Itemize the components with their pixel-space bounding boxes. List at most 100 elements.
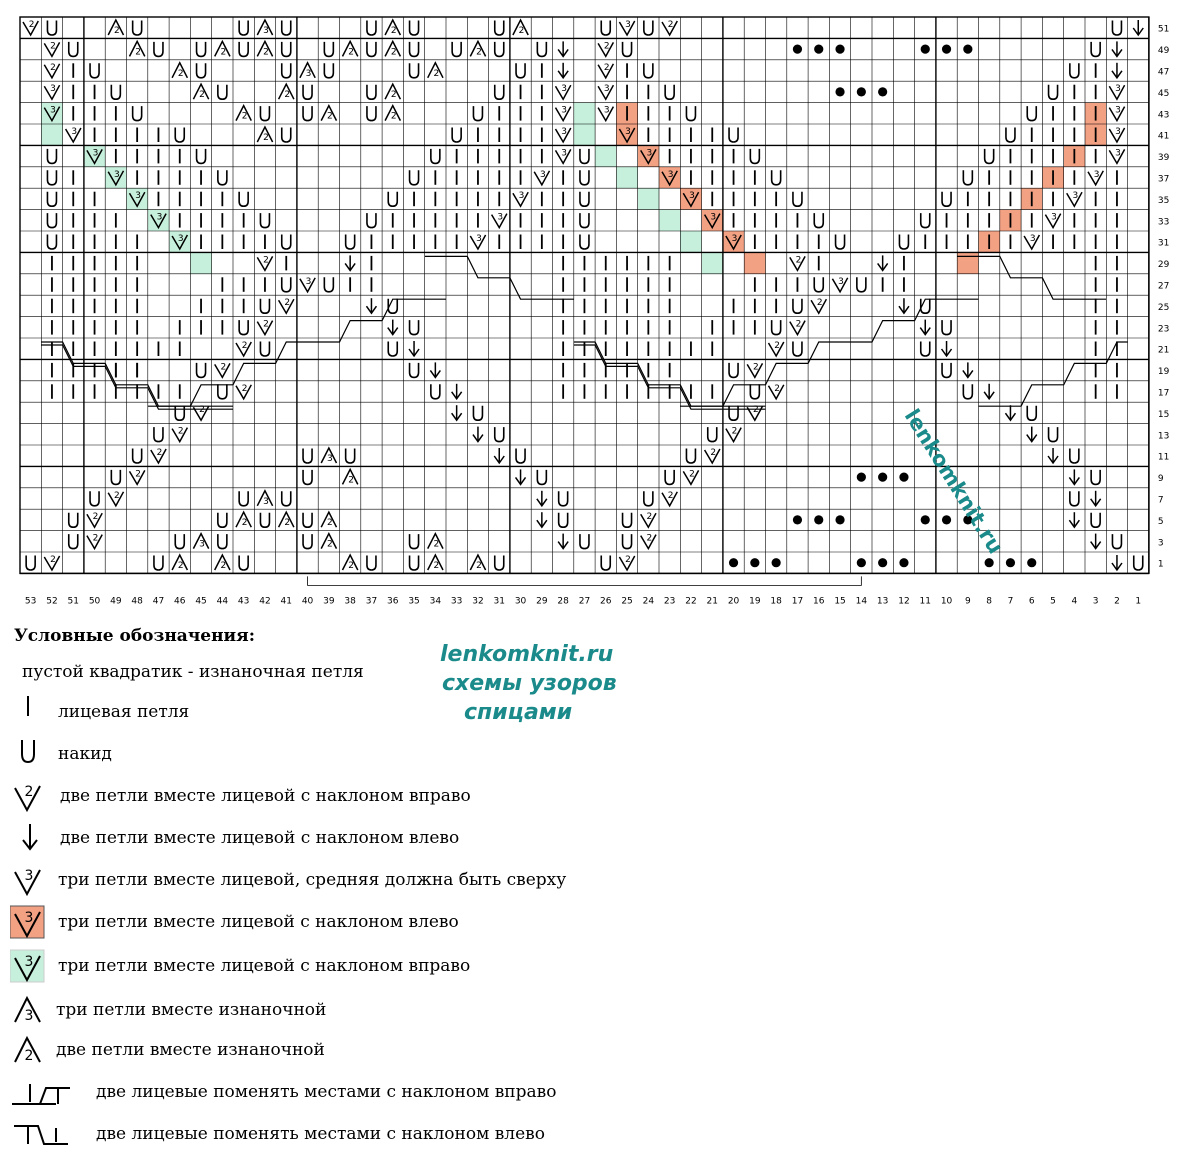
col-label: 48: [131, 596, 143, 606]
p2-symbol: 2: [171, 61, 189, 79]
col-label: 6: [1029, 596, 1035, 606]
legend-item: пустой квадратик - изнаночная петля: [0, 662, 700, 702]
yo-symbol: [472, 405, 484, 422]
p2-symbol: 2: [427, 531, 444, 550]
yo-symbol: [366, 20, 377, 36]
yo-symbol: [643, 491, 654, 507]
col-label: 31: [494, 596, 505, 606]
col-label: 49: [110, 596, 122, 606]
yo-symbol: [643, 20, 654, 36]
yo-symbol: [962, 170, 974, 186]
svg-text:3: 3: [263, 497, 269, 507]
k3-symbol: 3: [618, 127, 636, 144]
arrow-symbol: [1111, 41, 1123, 58]
col-label: 12: [898, 596, 909, 606]
arrow-symbol: [451, 405, 463, 422]
k3-symbol: 3: [1108, 127, 1126, 144]
legend-item: 3 три петли вместе лицевой с наклоном вле…: [0, 905, 700, 952]
legend-item: лицевая петля: [0, 696, 700, 742]
svg-text:2: 2: [242, 384, 248, 394]
col-label: 9: [965, 596, 971, 606]
svg-text:3: 3: [476, 234, 482, 244]
svg-text:3: 3: [710, 213, 716, 223]
bob-symbol: [856, 558, 866, 568]
yo-symbol: [280, 63, 292, 79]
arrow-symbol: [940, 341, 953, 358]
k2r-symbol: 2: [640, 534, 657, 551]
yo-symbol: [536, 41, 548, 58]
legend-item-text: две лицевые поменять местами с наклоном …: [96, 1082, 557, 1102]
svg-text:2: 2: [796, 320, 802, 330]
k2r-symbol: 2: [192, 405, 210, 422]
p3-symbol: 3: [256, 489, 274, 507]
row-label: 21: [1158, 346, 1169, 356]
k2r-symbol: 2: [810, 298, 828, 315]
yo-symbol: [983, 148, 995, 165]
k2r-symbol: 2: [235, 341, 252, 358]
yo-symbol: [685, 106, 697, 122]
col-label: 38: [344, 596, 356, 606]
yo-symbol: [664, 469, 675, 486]
col-label: 36: [387, 596, 399, 606]
svg-text:2: 2: [604, 41, 610, 51]
svg-text:2: 2: [199, 405, 205, 415]
yo-symbol: [408, 534, 420, 550]
col-label: 18: [770, 596, 782, 606]
svg-text:2: 2: [157, 448, 163, 458]
yo-symbol: [259, 106, 271, 122]
yo-symbol: [302, 469, 313, 486]
svg-text:2: 2: [242, 518, 248, 528]
svg-text:3: 3: [50, 106, 56, 116]
col-label: 11: [920, 596, 931, 606]
p2-symbol: 2: [427, 553, 444, 571]
row-label: 33: [1158, 217, 1169, 227]
svg-text:3: 3: [306, 69, 312, 79]
p2-symbol: 2: [469, 39, 487, 57]
svg-text:3: 3: [689, 191, 695, 201]
row-label: 5: [1158, 517, 1164, 527]
svg-text:3: 3: [1115, 84, 1121, 94]
yo-symbol: [366, 555, 377, 571]
yo-symbol: [1111, 20, 1123, 36]
svg-text:3: 3: [71, 127, 77, 137]
yo-symbol: [728, 127, 739, 143]
arrow-symbol: [1047, 448, 1059, 465]
p2tog-icon: 2: [14, 1035, 41, 1064]
yo-symbol: [238, 491, 249, 507]
k2r-symbol: 2: [214, 362, 231, 379]
k3-symbol: 3: [682, 191, 700, 208]
svg-text:2: 2: [519, 26, 525, 36]
bob-symbol: [878, 558, 888, 568]
cable-lines: [41, 255, 1128, 410]
yo-symbol: [579, 234, 590, 250]
col-label: 37: [366, 596, 377, 606]
yo-symbol: [323, 277, 335, 293]
svg-text:3: 3: [1115, 148, 1121, 158]
svg-text:3: 3: [135, 191, 141, 201]
col-label: 15: [834, 596, 845, 606]
green-cell: [126, 188, 148, 210]
yo-symbol: [451, 127, 462, 143]
k3-symbol: 3: [1066, 191, 1083, 208]
yo-symbol: [813, 277, 825, 293]
col-label: 3: [1093, 596, 1099, 606]
svg-text:2: 2: [114, 491, 120, 501]
yo-symbol: [25, 555, 36, 571]
k2r-symbol: 2: [767, 384, 785, 401]
col-label: 23: [664, 596, 675, 606]
legend-item-text: три петли вместе лицевой с наклоном влев…: [58, 912, 459, 932]
k3tog-left-icon: 3: [10, 905, 45, 939]
yo-symbol: [195, 362, 207, 379]
yo-symbol: [1047, 427, 1059, 443]
bob-symbol: [814, 515, 824, 525]
p2-symbol: 2: [256, 39, 274, 57]
green-cell: [616, 166, 638, 189]
brand-site[interactable]: lenkomknit.ru: [440, 642, 614, 667]
svg-text:2: 2: [817, 298, 823, 308]
arrow-symbol: [1090, 490, 1102, 508]
orange-cell: [659, 166, 681, 189]
yo-symbol: [131, 20, 143, 36]
orange-cell: [637, 145, 659, 167]
yo-symbol: [621, 41, 633, 58]
svg-text:3: 3: [561, 84, 567, 94]
